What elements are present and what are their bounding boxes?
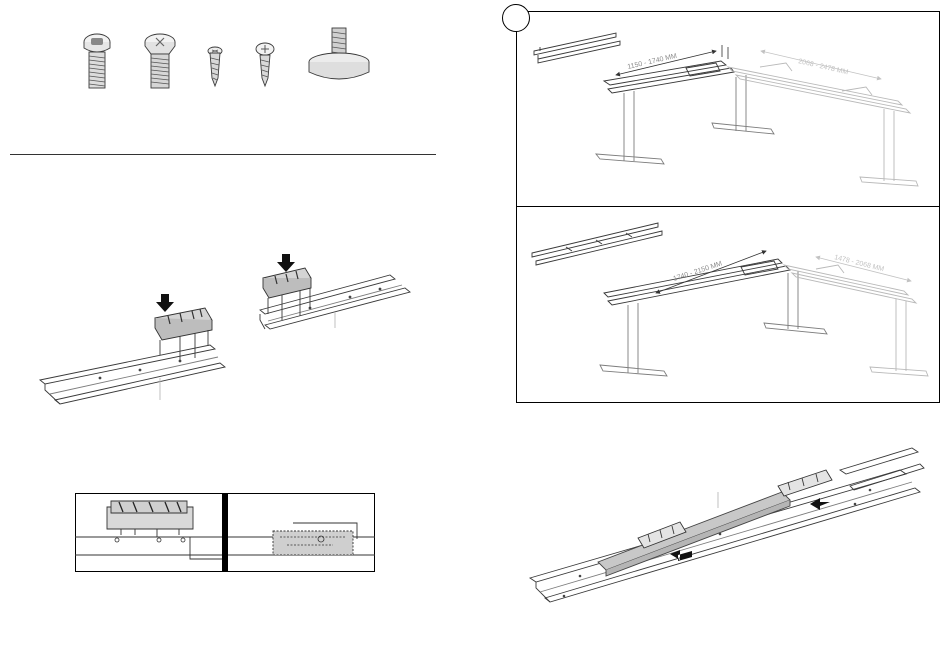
extension-assembly-panel — [520, 430, 930, 610]
detail-view-panel — [75, 493, 375, 573]
desk-config-panel: 1150 - 1740 MM 2068 - 2478 MM 1740 - 215… — [516, 11, 940, 404]
extension-bar — [598, 492, 790, 570]
insert-arrow-icon — [277, 254, 295, 272]
leveling-foot-icon — [309, 28, 369, 79]
bracket-assembly-panel — [30, 250, 430, 425]
washer-head-screw-icon — [256, 43, 274, 86]
socket-bolt-icon — [84, 34, 110, 88]
wood-screw-icon — [208, 47, 222, 86]
detail-separator — [222, 494, 228, 572]
section-divider — [10, 154, 436, 155]
hardware-panel — [60, 20, 400, 100]
countersunk-bolt-icon — [145, 34, 175, 88]
left-rail — [40, 345, 225, 404]
insert-arrow-icon — [156, 294, 174, 312]
right-bracket — [263, 254, 311, 320]
push-arrow-right-icon — [810, 498, 830, 510]
step-badge — [502, 4, 530, 32]
push-arrow-left-icon — [670, 550, 692, 561]
